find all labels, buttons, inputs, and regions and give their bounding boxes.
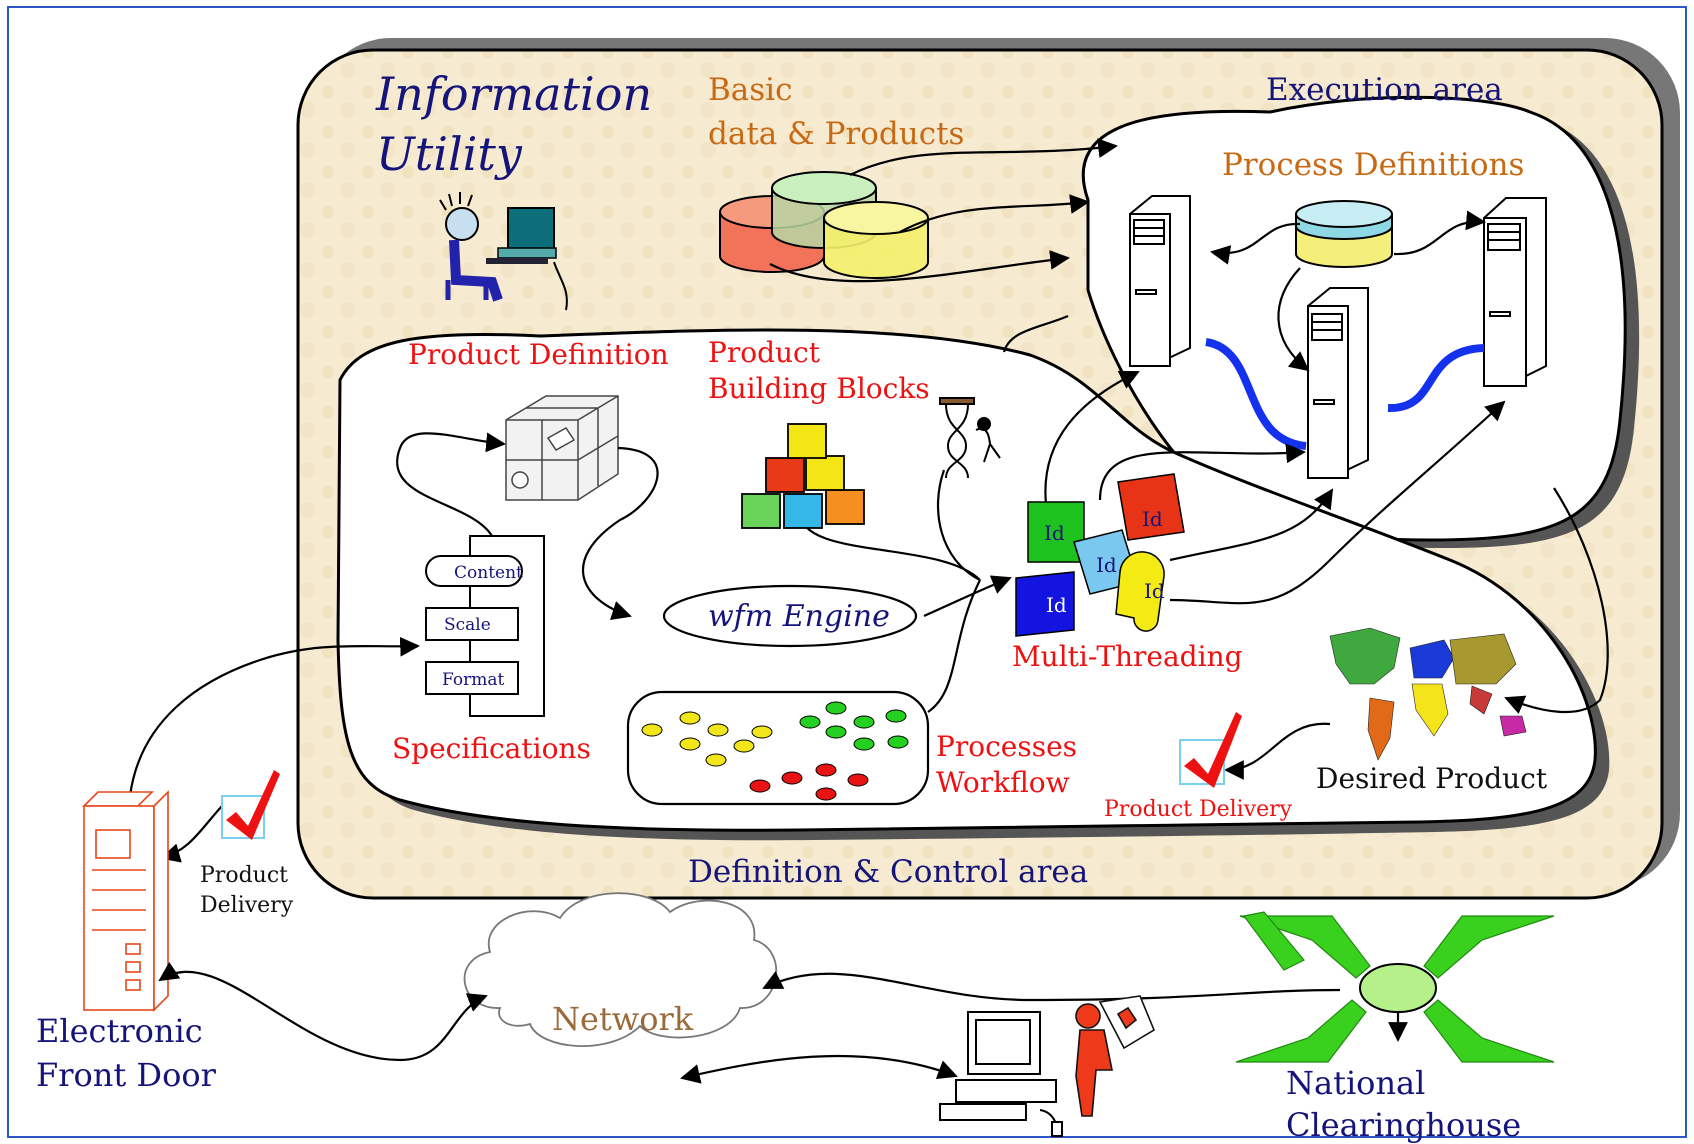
processes-workflow-line2: Workflow [936,766,1070,799]
product-delivery-inner-label: Product Delivery [1104,797,1293,822]
server-link-right [1387,344,1485,413]
server-left-icon [1129,195,1191,367]
processes-workflow-line1: Processes [936,730,1077,763]
spec-format: Format [442,670,504,690]
basic-data-line2: data & Products [708,116,964,152]
world-map-icon [1329,627,1527,761]
title-line2: Utility [376,127,523,181]
spec-content: Content [454,563,523,583]
database-cylinders-icon [719,171,929,279]
server-link-left [1205,338,1307,450]
building-blocks-icon [741,423,865,529]
definition-control-area-label: Definition & Control area [688,854,1088,890]
workflow-box [626,690,930,806]
hourglass-icon [939,397,1001,479]
puzzle-id-3: Id [1096,553,1117,577]
checkmark-inner-icon [1179,712,1242,788]
person-with-document-icon [1075,995,1156,1117]
clearinghouse-arrows-icon [1235,911,1555,1063]
server-right-icon [1483,197,1547,387]
specifications-form-icon [425,535,545,717]
front-door-tower-icon [82,790,169,1012]
execution-area-label: Execution area [1266,72,1503,108]
network-arrows [158,961,1341,1084]
desktop-computer-icon [939,1011,1063,1137]
product-delivery-outer-line1: Product [200,863,288,888]
puzzle-id-2: Id [1142,507,1163,531]
multi-threading-label: Multi-Threading [1012,640,1243,673]
puzzle-pieces-icon [1015,473,1185,637]
person-at-computer-icon [439,192,568,311]
wfm-engine-ellipse [662,584,918,648]
server-middle-icon [1307,287,1369,479]
product-definition-label: Product Definition [408,338,669,371]
clearinghouse-line2: Clearinghouse [1286,1106,1521,1144]
outer-frame [7,6,1687,1138]
title-line1: Information [375,67,652,121]
wfm-engine-label: wfm Engine [708,599,890,634]
puzzle-id-5: Id [1144,579,1165,603]
puzzle-id-4: Id [1046,593,1067,617]
building-blocks-line2: Building Blocks [708,372,930,405]
building-blocks-line1: Product [708,336,821,369]
basic-data-line1: Basic [708,72,792,108]
puzzle-id-1: Id [1044,521,1065,545]
checkmark-outer-icon [221,770,280,840]
clearinghouse-hub [1359,963,1437,1013]
process-definitions-label: Process Definitions [1222,147,1524,183]
desired-product-label: Desired Product [1316,762,1548,795]
front-door-line1: Electronic [36,1012,203,1050]
specifications-label: Specifications [392,732,591,765]
process-definitions-db-icon [1295,200,1393,268]
network-label: Network [552,1000,694,1038]
connector-arrows [769,138,1609,780]
product-delivery-outer-line2: Delivery [200,893,294,918]
product-cube-icon [505,395,619,501]
network-cloud [463,892,778,1047]
clearinghouse-line1: National [1286,1064,1425,1102]
spec-scale: Scale [444,615,491,635]
front-door-line2: Front Door [36,1056,217,1094]
